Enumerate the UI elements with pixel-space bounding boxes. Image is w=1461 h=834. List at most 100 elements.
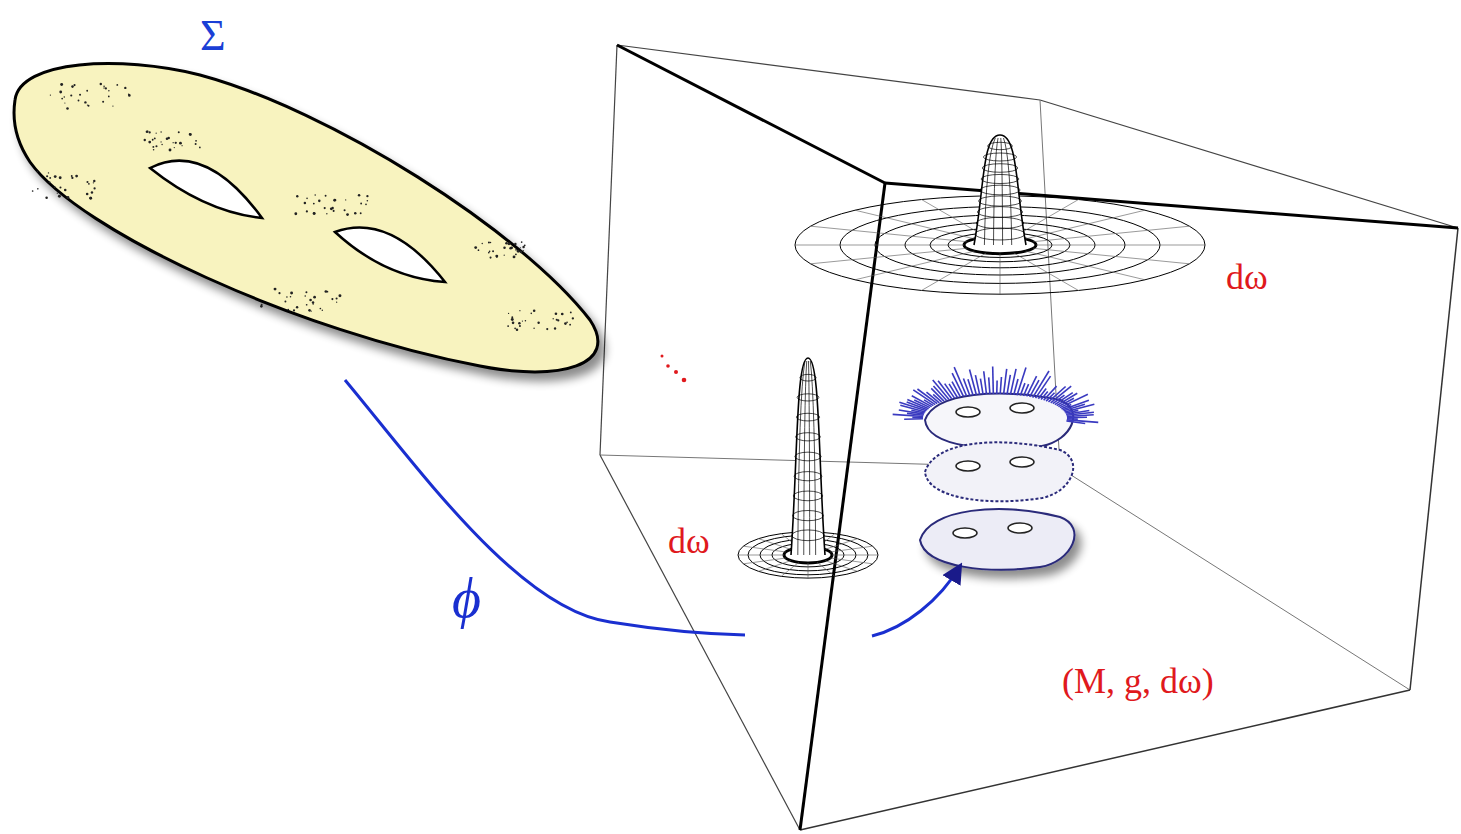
stipple-dot	[161, 144, 162, 145]
stipple-dot	[156, 133, 157, 134]
stipple-dot	[345, 199, 346, 200]
stipple-dot	[71, 177, 73, 179]
stipple-dot	[146, 130, 149, 133]
stipple-dot	[569, 324, 571, 326]
stipple-dot	[530, 313, 532, 315]
stipple-dot	[70, 94, 72, 96]
stipple-dot	[32, 190, 34, 192]
stipple-dot	[555, 312, 558, 315]
stipple-dot	[552, 318, 553, 319]
stipple-dot	[519, 310, 520, 311]
stipple-dot	[557, 319, 559, 321]
map-arrow	[872, 566, 960, 636]
box-edge	[885, 183, 1458, 228]
stipple-dot	[515, 249, 517, 251]
stipple-dot	[333, 199, 336, 202]
speck	[666, 364, 670, 368]
grid-line	[1000, 254, 1001, 295]
stipple-dot	[366, 195, 368, 197]
stipple-dot	[286, 296, 288, 298]
grid-line	[793, 510, 824, 520]
stipple-dot	[284, 301, 286, 303]
stipple-dot	[88, 105, 90, 107]
stipple-dot	[93, 187, 95, 189]
stipple-dot	[152, 139, 154, 141]
surface-stipple	[32, 83, 574, 331]
grid-line	[855, 210, 975, 239]
stipple-dot	[84, 101, 86, 103]
stipple-dot	[354, 212, 357, 215]
grid-line	[781, 562, 799, 576]
grid-line	[922, 253, 987, 290]
stipple-dot	[78, 100, 80, 102]
stipple-dot	[522, 320, 523, 321]
stipple-dot	[179, 142, 182, 145]
stipple-dot	[546, 328, 548, 330]
stipple-dot	[313, 212, 316, 215]
stipple-dot	[66, 107, 69, 110]
stipple-dot	[523, 250, 524, 251]
grid-line	[1033, 226, 1189, 242]
stipple-dot	[75, 175, 78, 178]
stipple-dot	[124, 87, 126, 89]
spike	[996, 380, 998, 394]
stipple-dot	[100, 83, 102, 85]
grid-line	[811, 226, 967, 242]
stipple-dot	[325, 195, 327, 197]
stipple-dot	[525, 320, 527, 322]
stipple-dot	[554, 327, 556, 329]
stipple-dot	[325, 290, 328, 293]
stipple-dot	[296, 306, 298, 308]
stipple-dot	[507, 242, 510, 245]
stipple-dot	[86, 193, 89, 196]
stipple-dot	[93, 182, 94, 183]
volume-form-bump	[795, 135, 1205, 294]
stipple-dot	[358, 194, 361, 197]
stipple-dot	[326, 213, 327, 214]
stipple-dot	[513, 255, 516, 258]
stipple-dot	[181, 145, 182, 146]
stipple-dot	[49, 181, 51, 183]
stipple-dot	[522, 246, 524, 248]
stipple-dot	[304, 202, 306, 204]
spike	[1067, 415, 1094, 417]
stipple-dot	[330, 207, 333, 210]
stipple-dot	[512, 322, 515, 325]
grid-line	[1036, 245, 1205, 246]
grid-line	[811, 248, 967, 264]
spike	[1066, 421, 1085, 423]
grid-line	[979, 196, 1022, 206]
stipple-dot	[520, 247, 521, 248]
spike	[933, 380, 949, 400]
grid-line	[983, 153, 1016, 161]
surface-name: Σ	[200, 12, 226, 60]
stipple-dot	[496, 256, 498, 258]
stipple-dot	[160, 131, 161, 132]
stipple-dot	[320, 308, 322, 310]
stipple-dot	[45, 197, 48, 200]
stipple-dot	[517, 250, 520, 253]
stipple-dot	[160, 141, 161, 142]
stipple-dot	[306, 304, 308, 306]
stipple-dot	[521, 241, 523, 243]
stipple-dot	[88, 183, 90, 185]
stipple-dot	[533, 327, 534, 328]
stipple-dot	[169, 149, 172, 152]
stipple-dot	[336, 302, 337, 303]
stipple-dot	[67, 196, 70, 199]
stipple-dot	[59, 176, 62, 179]
box-edge	[1060, 468, 1410, 690]
grid-line	[808, 563, 809, 578]
speck	[674, 370, 678, 374]
stipple-dot	[306, 197, 308, 199]
stipple-dot	[495, 255, 498, 258]
grid-line	[759, 539, 792, 550]
box-edge	[800, 690, 1410, 830]
grid-line	[795, 452, 821, 461]
grid-line	[982, 164, 1018, 173]
stipple-dot	[64, 102, 65, 103]
grid-line	[1004, 138, 1012, 245]
stipple-dot	[331, 298, 333, 300]
grid-line	[976, 217, 1023, 228]
spike	[1044, 386, 1057, 400]
